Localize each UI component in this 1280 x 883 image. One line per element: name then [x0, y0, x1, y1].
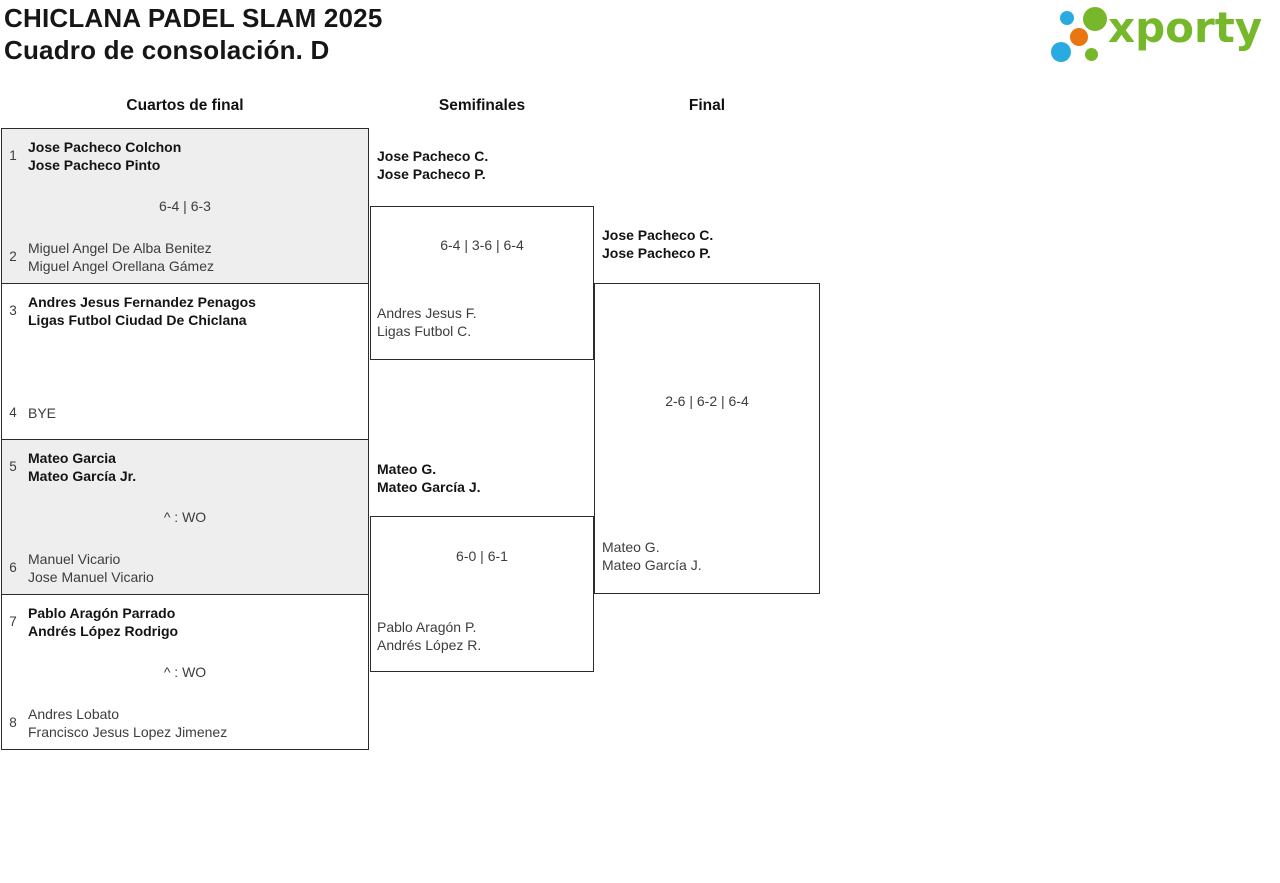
match-score: ^ : WO: [163, 663, 207, 680]
qf-match-2: 3 Andres Jesus Fernandez Penagos Ligas F…: [2, 284, 368, 440]
team-name-line: Jose Manuel Vicario: [28, 568, 154, 585]
team-name-line: Jose Pacheco Colchon: [28, 139, 182, 155]
team-name-line: Mateo G.: [377, 461, 437, 477]
round-header-final: Final: [688, 97, 726, 114]
quarterfinals-column: 1 Jose Pacheco Colchon Jose Pacheco Pint…: [1, 128, 369, 750]
qf-match-1: 1 Jose Pacheco Colchon Jose Pacheco Pint…: [2, 129, 368, 285]
match-score: 6-4 | 6-3: [159, 198, 211, 215]
team-name-line: Andrés López R.: [377, 637, 482, 653]
sf2-score: 6-0 | 6-1: [456, 548, 508, 564]
sf2-top-team: Mateo G. Mateo García J.: [377, 460, 481, 496]
sf2-bottom-team: Pablo Aragón P. Andrés López R.: [377, 618, 481, 654]
sf1-score: 6-4 | 3-6 | 6-4: [440, 237, 524, 253]
sf1-bottom-team: Andres Jesus F. Ligas Futbol C.: [377, 304, 477, 340]
team-name-line: Jose Pacheco P.: [377, 166, 486, 182]
team-name-line: Miguel Angel De Alba Benitez: [28, 240, 212, 257]
xporty-wordmark: xporty: [1108, 3, 1263, 52]
logo-dot-icon: [1083, 7, 1107, 31]
logo-dot-icon: [1051, 42, 1071, 62]
match-score: ^ : WO: [163, 508, 207, 525]
team-name-line: Jose Pacheco C.: [377, 148, 489, 164]
team-name-line: Pablo Aragón Parrado: [28, 604, 176, 621]
team-name-line: Andrés López Rodrigo: [28, 622, 179, 639]
team-name-line: BYE: [28, 404, 57, 421]
logo-dot-icon: [1060, 11, 1074, 25]
team-name-line: Andres Jesus Fernandez Penagos: [28, 294, 256, 311]
seed-number: 3: [9, 303, 17, 319]
seed-number: 7: [9, 613, 17, 629]
bracket-subtitle: Cuadro de consolación. D: [4, 35, 330, 65]
xporty-logo[interactable]: xporty: [1048, 4, 1278, 66]
team-name-line: Jose Pacheco C.: [602, 227, 714, 243]
logo-dot-icon: [1070, 28, 1088, 46]
team-name-line: Mateo G.: [602, 539, 660, 555]
sf1-top-team: Jose Pacheco C. Jose Pacheco P.: [377, 147, 488, 183]
team-name-line: Miguel Angel Orellana Gámez: [28, 258, 214, 275]
qf-match-3: 5 Mateo Garcia Mateo García Jr. ^ : WO 6…: [2, 439, 368, 595]
final-bottom-team: Mateo G. Mateo García J.: [602, 538, 702, 574]
team-name-line: Andres Lobato: [28, 706, 120, 722]
round-header-quarterfinals: Cuartos de final: [126, 97, 244, 114]
tournament-title: CHICLANA PADEL SLAM 2025: [4, 3, 383, 33]
team-name-line: Mateo García J.: [377, 479, 481, 495]
seed-number: 8: [9, 715, 17, 730]
seed-number: 4: [9, 404, 17, 420]
team-name-line: Francisco Jesus Lopez Jimenez: [28, 724, 228, 740]
team-bottom: Miguel Angel De Alba Benitez Miguel Ange…: [28, 239, 362, 275]
team-bottom: Manuel Vicario Jose Manuel Vicario: [28, 550, 362, 586]
team-name-line: Manuel Vicario: [28, 550, 121, 567]
final-score: 2-6 | 6-2 | 6-4: [665, 393, 749, 409]
seed-number: 1: [9, 148, 17, 163]
team-name-line: Andres Jesus F.: [377, 305, 477, 321]
sf-match-2-box: [370, 516, 594, 672]
final-top-team: Jose Pacheco C. Jose Pacheco P.: [602, 226, 713, 262]
team-name-line: Jose Pacheco P.: [602, 245, 711, 261]
team-name-line: Mateo Garcia: [28, 449, 116, 466]
team-top: Pablo Aragón Parrado Andrés López Rodrig…: [28, 604, 362, 640]
team-name-line: Mateo García J.: [602, 557, 702, 573]
team-name-line: Jose Pacheco Pinto: [28, 157, 161, 173]
team-name-line: Pablo Aragón P.: [377, 619, 477, 635]
team-bottom: Andres Lobato Francisco Jesus Lopez Jime…: [28, 705, 362, 741]
team-name-line: Ligas Futbol C.: [377, 323, 472, 339]
final-match-box: [594, 283, 820, 594]
logo-dot-icon: [1085, 48, 1098, 61]
team-bottom: BYE: [28, 395, 362, 431]
qf-match-4: 7 Pablo Aragón Parrado Andrés López Rodr…: [2, 595, 368, 749]
team-top: Mateo Garcia Mateo García Jr.: [28, 449, 362, 485]
team-top: Jose Pacheco Colchon Jose Pacheco Pinto: [28, 138, 362, 174]
sf-match-1-box: [370, 206, 594, 360]
team-top: Andres Jesus Fernandez Penagos Ligas Fut…: [28, 293, 362, 329]
team-name-line: Mateo García Jr.: [28, 467, 137, 484]
round-header-semifinals: Semifinales: [438, 97, 526, 114]
seed-number: 2: [9, 249, 17, 265]
seed-number: 5: [9, 458, 17, 474]
team-name-line: Ligas Futbol Ciudad De Chiclana: [28, 312, 247, 329]
seed-number: 6: [9, 559, 17, 575]
header: CHICLANA PADEL SLAM 2025 Cuadro de conso…: [4, 2, 383, 66]
